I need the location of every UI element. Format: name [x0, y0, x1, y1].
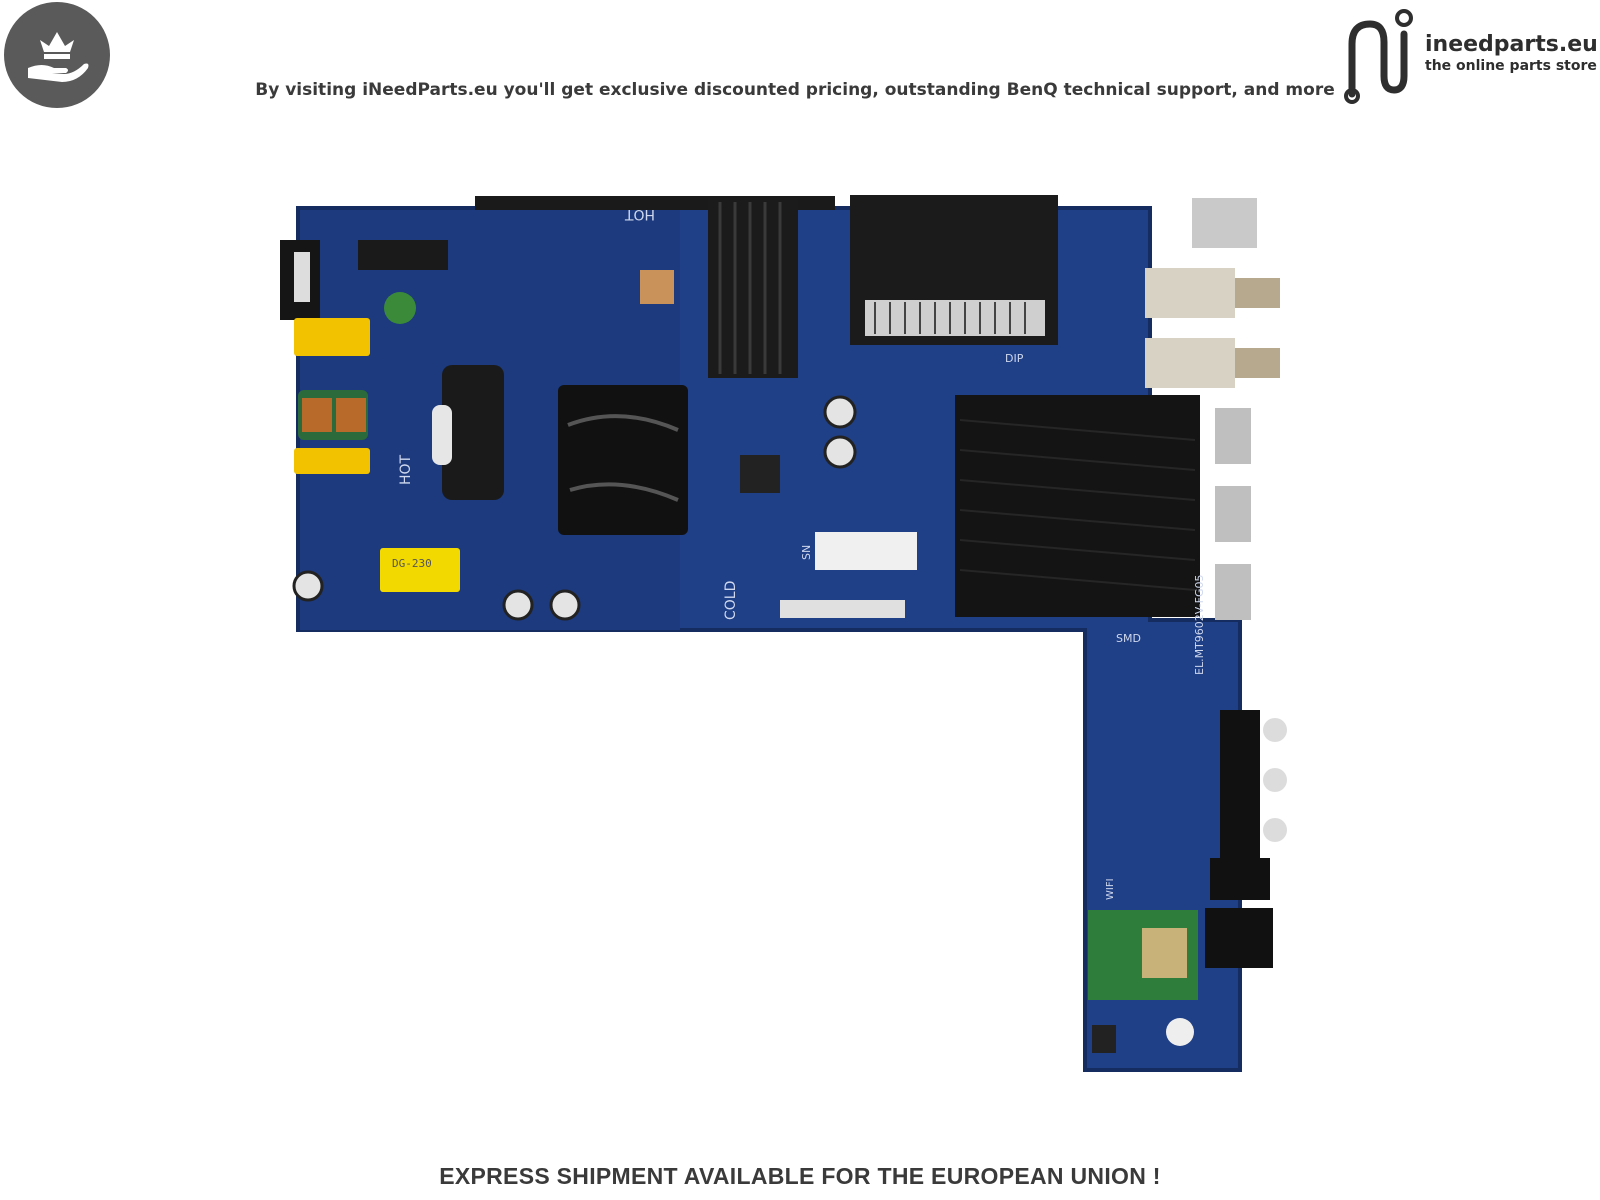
- smd-label: SMD: [1116, 632, 1141, 645]
- hdmi-port-3: [1215, 564, 1251, 620]
- headphone-port: [1205, 908, 1273, 968]
- hdmi-port-2: [1215, 486, 1251, 542]
- tagline: By visiting iNeedParts.eu you'll get exc…: [255, 80, 1335, 100]
- x-capacitor-top: [294, 318, 370, 356]
- dip-label: DIP: [1005, 352, 1024, 365]
- small-capacitor: [292, 570, 324, 602]
- transformer: [558, 385, 688, 535]
- wifi-label: WIFI: [1105, 878, 1116, 900]
- model-label: EL.MT9602V-FG05: [1193, 575, 1206, 675]
- serial-sticker: [815, 532, 917, 570]
- sn-label: SN: [800, 545, 813, 560]
- shipping-banner: EXPRESS SHIPMENT AVAILABLE FOR THE EUROP…: [439, 1163, 1161, 1189]
- brand-logo[interactable]: ineedparts.eu the online parts store: [1340, 4, 1598, 104]
- crown-hand-icon: [28, 32, 89, 82]
- optical-port: [1210, 858, 1270, 900]
- hdmi-port-1: [1215, 408, 1251, 464]
- rf-connector-2: [1145, 338, 1235, 388]
- logo-name: ineedparts.eu: [1425, 32, 1598, 57]
- ic-chip: [740, 455, 780, 493]
- bulk-capacitor: [442, 365, 504, 500]
- hot-label-top: HOT: [624, 206, 655, 222]
- tv-mainboard-image: DG-230 HOT HOT COLD DIP SMD EL.MT9602V-F…: [280, 195, 1287, 1072]
- logo-subtitle: the online parts store: [1425, 58, 1597, 74]
- small-heatsink: [708, 198, 798, 378]
- usb-port: [1192, 198, 1257, 248]
- capacitor-label: DG-230: [392, 557, 432, 570]
- yellow-capacitor: [380, 548, 460, 592]
- ineedparts-logo-icon: [1344, 9, 1413, 104]
- button: [1092, 1025, 1116, 1053]
- av-connector-block: [1220, 710, 1260, 860]
- ffc-connector: [780, 600, 905, 618]
- hot-label-left: HOT: [398, 454, 414, 485]
- rf-connector-1: [1145, 268, 1235, 318]
- x-capacitor-bottom: [294, 448, 370, 474]
- crown-hand-badge: [4, 2, 110, 108]
- cold-label: COLD: [723, 581, 739, 620]
- main-heatsink: [955, 395, 1200, 617]
